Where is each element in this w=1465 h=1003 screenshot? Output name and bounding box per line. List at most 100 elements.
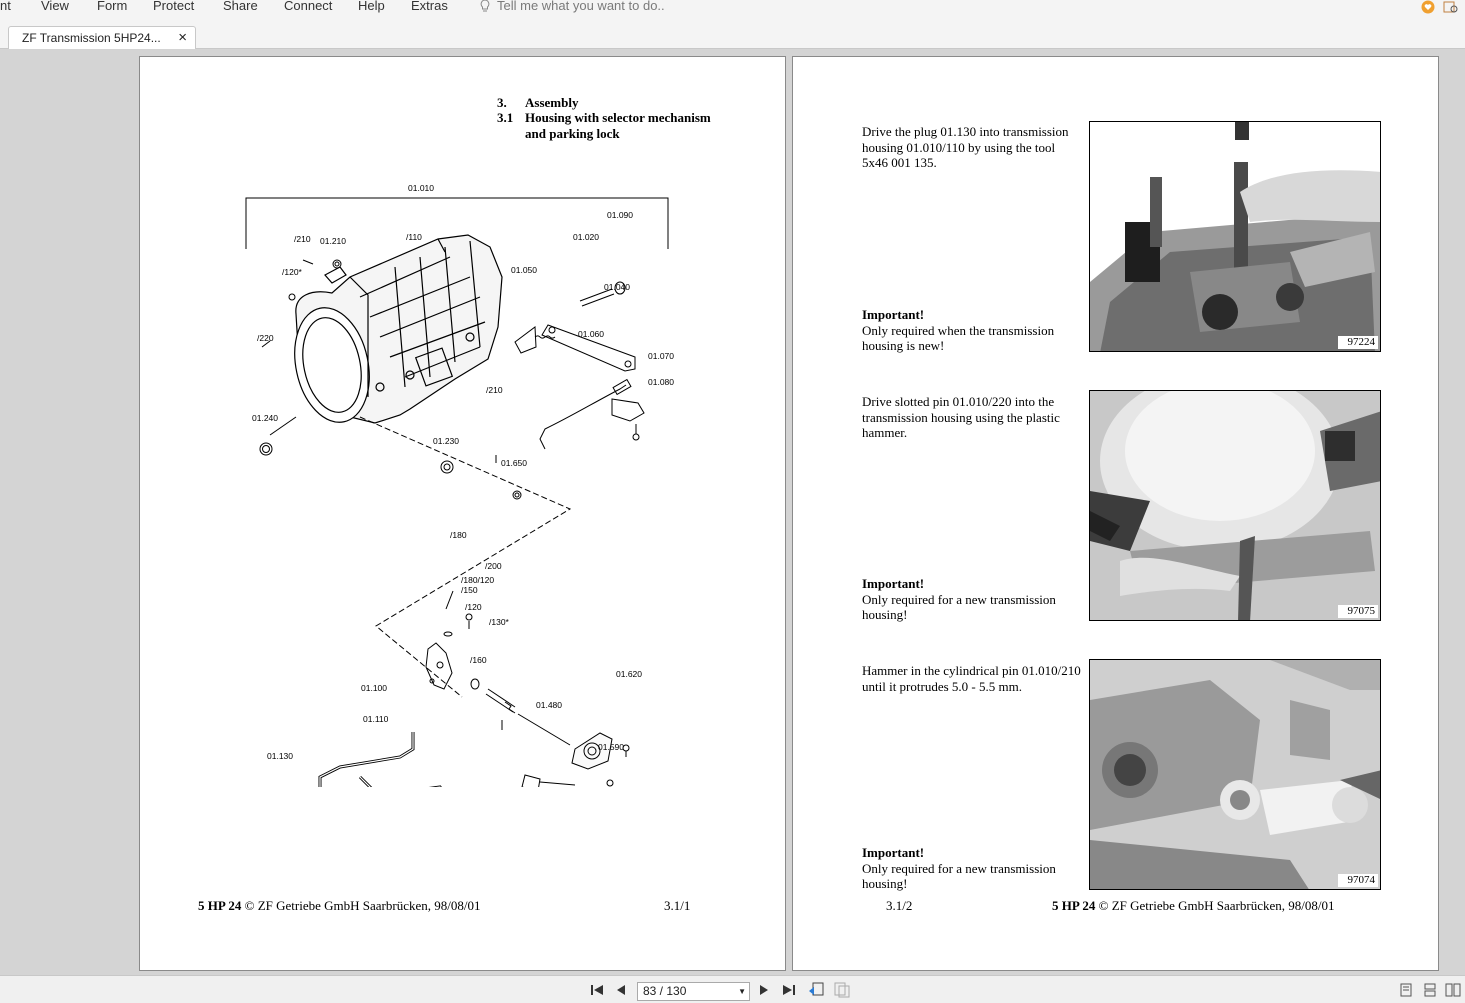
diagram-label: /120* <box>282 267 303 277</box>
heading-number-2: 3.1 <box>497 110 514 125</box>
diagram-label: 01.590 <box>598 742 624 752</box>
footer-left: 5 HP 24 © ZF Getriebe GmbH Saarbrücken, … <box>198 898 480 914</box>
document-tab-title: ZF Transmission 5HP24... <box>22 31 161 45</box>
diagram-label: 01.210 <box>320 236 346 246</box>
diagram-label: /150 <box>461 585 478 595</box>
single-page-view-button[interactable] <box>1397 981 1415 999</box>
menu-bar: nt View Form Protect Share Connect Help … <box>0 0 1465 16</box>
menu-item-share[interactable]: Share <box>223 0 258 13</box>
next-page-button[interactable] <box>755 981 773 999</box>
diagram-label: /180 <box>450 530 467 540</box>
photo-number: 97074 <box>1337 874 1378 887</box>
diagram-label: /180/120 <box>461 575 494 585</box>
photo-step-2: 97075 <box>1089 390 1381 621</box>
close-icon[interactable]: × <box>178 29 187 46</box>
tell-me-search[interactable]: Tell me what you want to do.. <box>479 0 665 14</box>
diagram-label: 01.090 <box>607 210 633 220</box>
diagram-label: 01.240 <box>252 413 278 423</box>
find-icon[interactable] <box>1443 0 1459 14</box>
diagram-label: 01.020 <box>573 232 599 242</box>
footer-copyright: © ZF Getriebe GmbH Saarbrücken, 98/08/01 <box>241 898 481 913</box>
photo-step-3: 97074 <box>1089 659 1381 890</box>
important-text: Only required for a new transmission hou… <box>862 591 1056 623</box>
document-viewer[interactable]: 3. Assembly 3.1 Housing with selector me… <box>0 49 1465 975</box>
diagram-label: 01.050 <box>511 265 537 275</box>
menu-item-connect[interactable]: Connect <box>284 0 333 13</box>
photo-step-2-image <box>1090 391 1380 620</box>
heading-number-1: 3. <box>497 95 507 110</box>
feedback-heart-icon[interactable] <box>1421 0 1435 14</box>
menu-item-extras[interactable]: Extras <box>411 0 448 13</box>
first-page-button[interactable] <box>588 981 606 999</box>
page-right: Drive the plug 01.130 into transmission … <box>792 56 1439 971</box>
last-page-button[interactable] <box>780 981 798 999</box>
page-left: 3. Assembly 3.1 Housing with selector me… <box>139 56 786 971</box>
first-page-icon <box>591 985 603 995</box>
diagram-label: /210 <box>294 234 311 244</box>
menu-item-print[interactable]: nt <box>0 0 11 13</box>
diagram-label: /220 <box>257 333 274 343</box>
continuous-page-icon <box>1424 983 1436 997</box>
menu-item-form[interactable]: Form <box>97 0 128 13</box>
transmission-housing-drawing <box>294 234 503 424</box>
footer-right: 5 HP 24 © ZF Getriebe GmbH Saarbrücken, … <box>1052 898 1334 914</box>
diagram-label: 01.130 <box>267 751 293 761</box>
step-3-important: Important! Only required for a new trans… <box>862 845 1082 892</box>
photo-number: 97224 <box>1337 336 1378 349</box>
status-bar: 83 / 130 ▼ <box>0 975 1465 1003</box>
menu-item-view[interactable]: View <box>41 0 69 13</box>
page-number-value: 83 / 130 <box>643 984 687 998</box>
diagram-label: 01.650 <box>501 458 527 468</box>
footer-model: 5 HP 24 <box>1052 898 1096 913</box>
menu-item-help[interactable]: Help <box>358 0 385 13</box>
important-title: Important! <box>862 845 925 860</box>
photo-step-1: 97224 <box>1089 121 1381 352</box>
photo-number: 97075 <box>1337 605 1378 618</box>
facing-view-button[interactable] <box>1444 981 1462 999</box>
tell-me-placeholder: Tell me what you want to do.. <box>497 0 665 13</box>
page-number-field[interactable]: 83 / 130 ▼ <box>637 982 750 1001</box>
heading-housing: Housing with selector mechanism <box>525 110 711 125</box>
important-text: Only required for a new transmission hou… <box>862 860 1056 892</box>
step-2-important: Important! Only required for a new trans… <box>862 576 1082 623</box>
step-3-text: Hammer in the cylindrical pin 01.010/210… <box>862 663 1081 694</box>
important-title: Important! <box>862 307 925 322</box>
step-2-text: Drive slotted pin 01.010/220 into the tr… <box>862 394 1060 440</box>
diagram-label: 01.040 <box>604 282 630 292</box>
diagram-label: /200 <box>485 561 502 571</box>
photo-step-3-image <box>1090 660 1380 889</box>
previous-view-icon <box>809 982 824 996</box>
diagram-label: 01.060 <box>578 329 604 339</box>
previous-page-button[interactable] <box>612 981 630 999</box>
diagram-label: 01.100 <box>361 683 387 693</box>
tab-bar: ZF Transmission 5HP24... × <box>0 16 1465 50</box>
footer-model: 5 HP 24 <box>198 898 242 913</box>
next-view-button[interactable] <box>833 981 851 999</box>
previous-view-button[interactable] <box>807 981 825 999</box>
diagram-label: 01.070 <box>648 351 674 361</box>
diagram-label: /130* <box>489 617 510 627</box>
diagram-label: /120 <box>465 602 482 612</box>
document-tab[interactable]: ZF Transmission 5HP24... × <box>8 26 196 50</box>
diagram-label: 01.480 <box>536 700 562 710</box>
footer-page-number: 3.1/2 <box>886 898 913 913</box>
step-1-important: Important! Only required when the transm… <box>862 307 1082 354</box>
exploded-view-diagram: 01.010 01.090 /210 01.210 /110 01.020 /1… <box>245 183 674 787</box>
important-title: Important! <box>862 576 925 591</box>
footer-copyright: © ZF Getriebe GmbH Saarbrücken, 98/08/01 <box>1095 898 1335 913</box>
continuous-view-button[interactable] <box>1421 981 1439 999</box>
single-page-icon <box>1400 983 1412 997</box>
lightbulb-icon <box>480 0 490 12</box>
important-text: Only required when the transmission hous… <box>862 322 1055 354</box>
last-page-icon <box>783 985 795 995</box>
next-page-icon <box>760 985 768 995</box>
diagram-label: 01.010 <box>408 183 434 193</box>
diagram-label: 01.230 <box>433 436 459 446</box>
step-1-text: Drive the plug 01.130 into transmission … <box>862 124 1069 170</box>
photo-step-1-image <box>1090 122 1380 351</box>
facing-page-icon <box>1445 983 1461 997</box>
menu-item-protect[interactable]: Protect <box>153 0 195 13</box>
next-view-icon <box>834 982 850 998</box>
chevron-down-icon[interactable]: ▼ <box>738 987 746 996</box>
heading-assembly: Assembly <box>525 95 579 110</box>
